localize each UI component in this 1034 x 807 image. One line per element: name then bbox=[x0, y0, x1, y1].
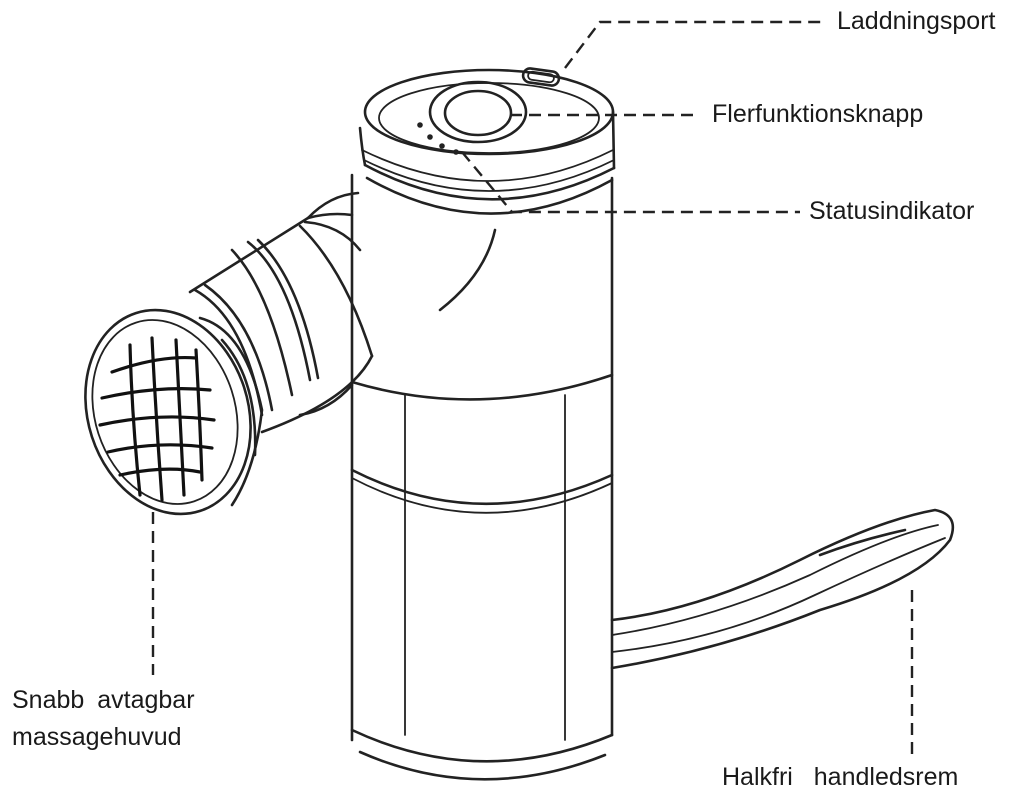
label-multifunction-button: Flerfunktionsknapp bbox=[712, 100, 924, 128]
label-status-indicator: Statusindikator bbox=[809, 197, 975, 225]
label-charging-port: Laddningsport bbox=[837, 7, 996, 35]
massage-head bbox=[84, 308, 264, 516]
label-massage-head: Snabb avtagbar massagehuvud bbox=[12, 686, 195, 751]
device-body bbox=[350, 68, 616, 781]
top-controls bbox=[417, 67, 561, 155]
device-arm bbox=[188, 191, 497, 434]
wrist-strap bbox=[610, 508, 955, 670]
label-wrist-strap: Halkfri handledsrem bbox=[722, 763, 959, 791]
callout-lines bbox=[151, 20, 914, 760]
